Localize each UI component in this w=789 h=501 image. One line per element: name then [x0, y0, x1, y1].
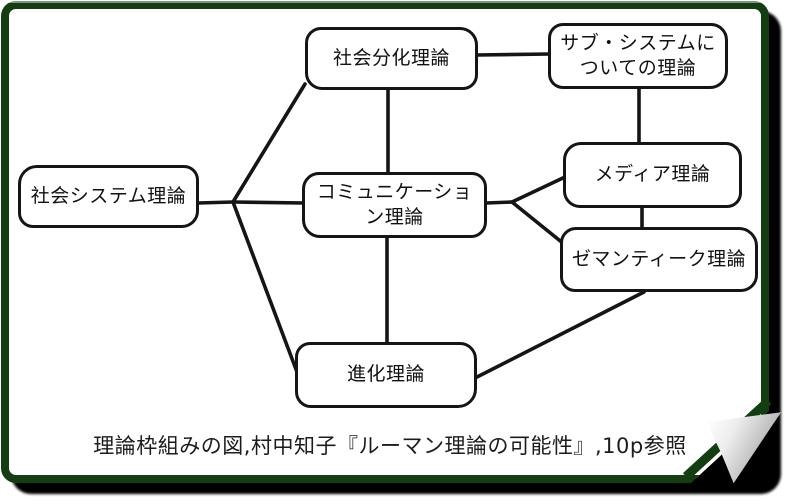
diagram-caption: 理論枠組みの図,村中知子『ルーマン理論の可能性』,10p参照	[93, 434, 687, 458]
edge-communication-media	[510, 175, 567, 204]
node-semantik-theory: ゼマンティーク理論	[560, 227, 758, 292]
edge-socialsystem-differentiation	[231, 82, 307, 204]
node-social-system-theory-label: 社会システム理論	[30, 184, 187, 207]
node-subsystem-theory: サブ・システムに ついての理論	[548, 23, 728, 89]
node-communication-theory-label: コミュニケーショ ン理論	[316, 180, 473, 228]
node-communication-theory: コミュニケーショ ン理論	[302, 172, 487, 238]
edge-socialsystem-hub	[196, 200, 235, 205]
edge-socialsystem-evolution	[231, 200, 299, 374]
node-media-theory-label: メディア理論	[594, 163, 711, 186]
node-media-theory: メディア理論	[563, 142, 742, 208]
node-evolution-theory: 進化理論	[295, 342, 477, 408]
node-social-differentiation-theory: 社会分化理論	[305, 27, 478, 90]
edge-socialsystem-communication	[231, 200, 306, 205]
edge-communication-semantik	[510, 200, 566, 246]
node-semantik-theory-label: ゼマンティーク理論	[571, 247, 747, 270]
edge-evolution-semantik	[475, 290, 646, 379]
edge-communication-hub	[484, 200, 514, 205]
node-evolution-theory-label: 進化理論	[346, 363, 425, 386]
node-subsystem-theory-label: サブ・システムに ついての理論	[560, 31, 716, 79]
node-social-system-theory: 社会システム理論	[18, 165, 199, 228]
node-social-differentiation-theory-label: 社会分化理論	[332, 46, 450, 69]
edge-differentiation-subsystem	[475, 52, 552, 57]
